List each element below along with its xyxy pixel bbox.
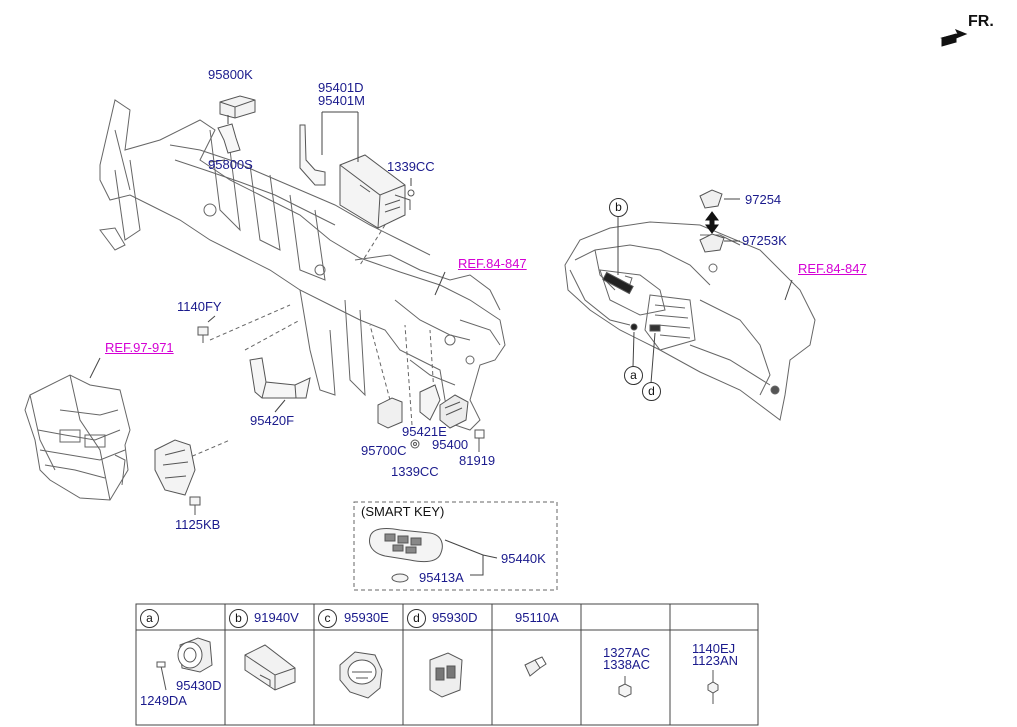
module-b-highlight [602,271,634,295]
table-part-1338AC[interactable]: 1338AC [603,657,650,672]
part-label-95700C[interactable]: 95700C [361,443,407,458]
nut-1339CC [410,439,420,449]
module-95401D [299,124,411,229]
table-callout-d: d [407,609,426,628]
bracket-95421E [419,384,441,421]
part-label-95401D[interactable]: 95401D [318,80,364,95]
table-part-1327AC[interactable]: 1327AC [603,645,650,660]
table-part-1249DA[interactable]: 1249DA [140,693,187,708]
module-d-highlight [649,324,661,332]
bracket-95800S [217,123,241,154]
bolt-81919 [474,429,485,452]
part-91940V-icon [244,644,296,691]
part-label-1339CC-bottom[interactable]: 1339CC [391,464,439,479]
table-part-95930D[interactable]: 95930D [432,610,478,625]
table-part-95110A[interactable]: 95110A [515,610,559,625]
screw-1249DA-icon [156,661,167,691]
parts-table-grid [135,603,759,726]
part-label-95800K[interactable]: 95800K [208,67,253,82]
part-label-81919[interactable]: 81919 [459,453,496,468]
part-label-1339CC-top[interactable]: 1339CC [387,159,435,174]
part-95930D-icon [429,652,463,698]
table-callout-a: a [140,609,159,628]
part-95110A-icon [524,656,547,677]
part-label-95400[interactable]: 95400 [432,437,469,452]
part-label-97253K[interactable]: 97253K [742,233,787,248]
table-callout-c: c [318,609,337,628]
smart-key-title: (SMART KEY) [361,504,445,519]
hvac-assembly [24,374,131,501]
table-part-91940V[interactable]: 91940V [254,610,299,625]
part-label-95800S[interactable]: 95800S [208,157,253,172]
part-label-95440K[interactable]: 95440K [501,551,546,566]
leader-lines-dashed [159,224,436,471]
part-95930E-icon [339,651,383,699]
battery-95413A [391,573,409,583]
table-part-95930E[interactable]: 95930E [344,610,389,625]
part-label-95413A[interactable]: 95413A [419,570,464,585]
control-unit-hvac [154,439,196,496]
instrument-panel [564,221,816,421]
part-97254 [699,189,723,209]
table-part-1123AN[interactable]: 1123AN [692,653,739,668]
ref-label-97-971[interactable]: REF.97-971 [105,340,174,355]
table-part-1140EJ[interactable]: 1140EJ [692,641,736,656]
module-95800K [219,95,256,119]
table-callout-b: b [229,609,248,628]
up-down-arrow-icon [705,211,719,234]
callout-d: d [642,382,661,401]
front-direction-label: FR. [968,13,994,30]
part-label-1140FY[interactable]: 1140FY [177,299,222,314]
cowl-crossbar-frame [99,99,506,431]
part-97253K [699,233,725,253]
part-label-95421E[interactable]: 95421E [402,424,447,439]
smart-key-box [353,501,558,591]
front-direction-arrow-icon [940,29,968,47]
bolt-1125KB [189,496,201,515]
callout-a: a [624,366,643,385]
bolt-1140FY [197,326,209,343]
part-label-95401M[interactable]: 95401M [318,93,365,108]
module-95400 [439,394,469,429]
bracket-95420F [249,357,311,399]
sensor-95700C [377,397,403,429]
ref-label-84-847-right[interactable]: REF.84-847 [798,261,867,276]
ref-label-84-847-center[interactable]: REF.84-847 [458,256,527,271]
bolt-1140EJ-icon [707,670,719,704]
callout-b: b [609,198,628,217]
part-label-95420F[interactable]: 95420F [250,413,295,428]
part-95430D-icon [177,637,213,673]
smart-key-fob [369,528,443,563]
nut-1327AC-icon [618,676,632,698]
module-a-highlight [630,323,638,331]
part-label-97254[interactable]: 97254 [745,192,782,207]
part-label-1125KB[interactable]: 1125KB [175,517,221,532]
table-part-95430D[interactable]: 95430D [176,678,222,693]
